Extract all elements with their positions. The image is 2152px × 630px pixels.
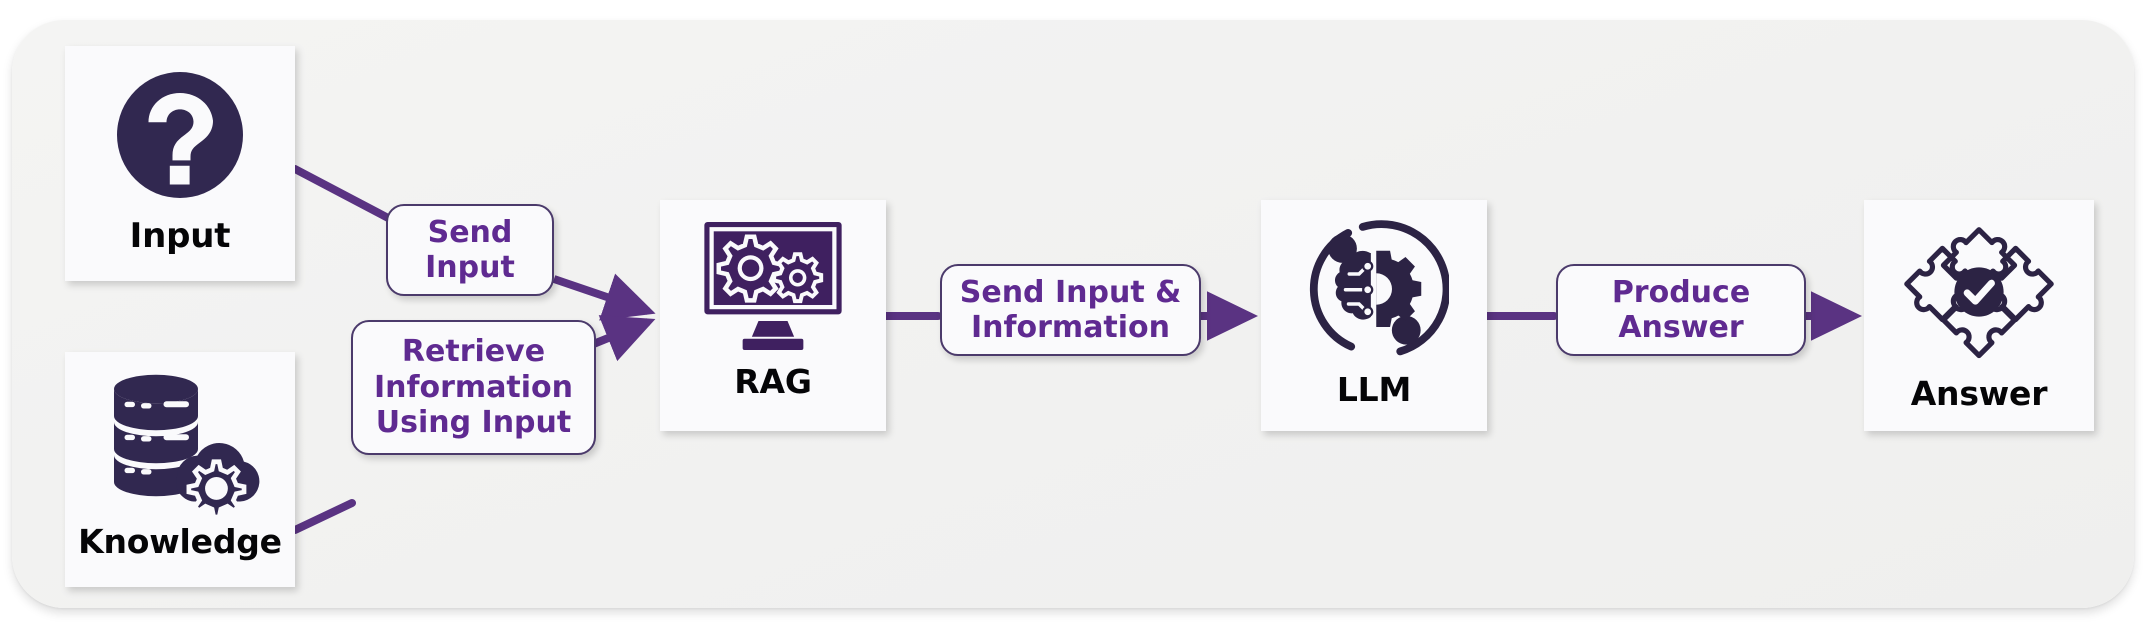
node-input-label: Input [129, 216, 231, 256]
edge-label-send-input[interactable]: Send Input [386, 204, 554, 296]
node-knowledge[interactable]: Knowledge [65, 352, 295, 587]
edge-label-send-input-information[interactable]: Send Input & Information [940, 264, 1201, 356]
edge-label-send-input-line2: Input [425, 250, 515, 285]
node-llm[interactable]: LLM [1261, 200, 1487, 431]
edge-label-send-input-line1: Send [427, 214, 513, 250]
node-rag[interactable]: RAG [660, 200, 886, 431]
puzzle-check-icon [1903, 216, 2055, 368]
node-input[interactable]: Input [65, 46, 295, 281]
edge-label-retrieve-line3: Using Input [375, 405, 572, 441]
edge-label-retrieve-line2: Information [373, 369, 574, 405]
question-mark-circle-icon [105, 60, 255, 210]
node-rag-label: RAG [734, 362, 812, 401]
brain-gear-orbit-icon [1299, 214, 1449, 364]
node-llm-label: LLM [1336, 370, 1412, 409]
monitor-gears-icon [699, 218, 847, 350]
node-answer-label: Answer [1910, 374, 2048, 413]
edge-label-send-info-line2: Information [970, 310, 1171, 345]
edge-label-retrieve-information[interactable]: Retrieve Information Using Input [351, 320, 596, 455]
node-answer[interactable]: Answer [1864, 200, 2094, 431]
edge-label-produce-line1: Produce [1611, 274, 1751, 310]
edge-label-send-info-line1: Send Input & [959, 274, 1182, 310]
edge-label-produce-answer[interactable]: Produce Answer [1556, 264, 1806, 356]
edge-label-produce-line2: Answer [1618, 310, 1744, 345]
edge-label-retrieve-line1: Retrieve [401, 334, 546, 370]
database-cloud-gear-icon [99, 368, 261, 518]
node-knowledge-label: Knowledge [78, 522, 282, 561]
